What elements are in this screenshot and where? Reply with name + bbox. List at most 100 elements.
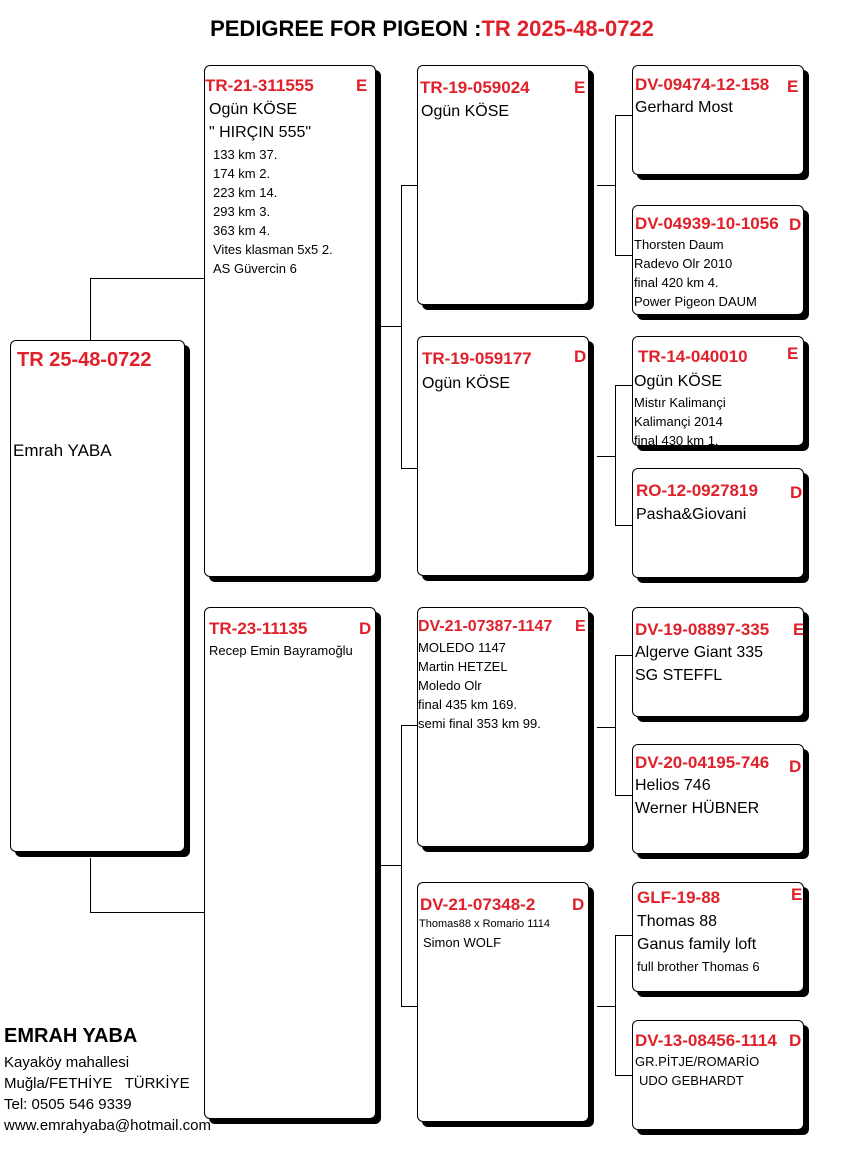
sire-card: TR-21-311555 E Ogün KÖSE " HIRÇIN 555" 1… xyxy=(204,65,376,577)
breeder-address-2: Muğla/FETHİYE TÜRKİYE xyxy=(4,1075,190,1092)
pigeon-card: TR 25-48-0722 Emrah YABA xyxy=(10,340,185,852)
ssd-sex: D xyxy=(789,215,802,234)
connector xyxy=(401,725,417,726)
connector xyxy=(597,727,615,728)
pigeon-owner: Emrah YABA xyxy=(13,441,112,460)
ssd-line: Radevo Olr 2010 xyxy=(634,256,733,271)
sds-line: final 430 km 1. xyxy=(634,433,719,446)
dds-line: full brother Thomas 6 xyxy=(637,959,760,974)
dam-card: TR-23-11135 D Recep Emin Bayramoğlu xyxy=(204,607,376,1119)
page-title: PEDIGREE FOR PIGEON :TR 2025-48-0722 xyxy=(0,16,864,42)
connector xyxy=(615,385,633,386)
pigeon-ring: TR 25-48-0722 xyxy=(17,349,152,371)
dam-sire-sex: E xyxy=(575,618,586,635)
sire-sire-sex: E xyxy=(574,78,586,97)
connector xyxy=(597,1006,615,1007)
connector xyxy=(90,278,91,340)
dss-ring: DV-19-08897-335 xyxy=(635,620,770,639)
ddd-line: UDO GEBHARDT xyxy=(639,1073,744,1088)
ssd-line: Power Pigeon DAUM xyxy=(634,294,757,309)
connector xyxy=(615,115,633,116)
dss-line: Algerve Giant 335 xyxy=(635,644,764,661)
dam-sire-line: final 435 km 169. xyxy=(418,697,518,712)
dds-ring: GLF-19-88 xyxy=(637,888,721,907)
sss-sex: E xyxy=(787,77,799,96)
connector xyxy=(401,725,402,1006)
connector xyxy=(615,795,633,796)
sire-sire-breeder: Ogün KÖSE xyxy=(421,103,510,120)
sdd-ring: RO-12-0927819 xyxy=(636,481,758,500)
dam-sire-dam-card: DV-20-04195-746 D Helios 746 Werner HÜBN… xyxy=(632,744,804,854)
dam-dam-dam-card: DV-13-08456-1114 D GR.PİTJE/ROMARİO UDO … xyxy=(632,1020,804,1130)
connector xyxy=(597,456,615,457)
breeder-contact: EMRAH YABA Kayaköy mahallesi Muğla/FETHİ… xyxy=(4,1025,211,1136)
breeder-address-1: Kayaköy mahallesi xyxy=(4,1054,130,1071)
sss-ring: DV-09474-12-158 xyxy=(635,75,770,94)
connector xyxy=(615,1075,633,1076)
dss-line: SG STEFFL xyxy=(635,667,723,684)
dam-sire-line: semi final 353 km 99. xyxy=(418,716,541,731)
connector xyxy=(615,255,633,256)
connector xyxy=(401,185,402,468)
dam-dam-sex: D xyxy=(572,895,585,914)
sds-ring: TR-14-040010 xyxy=(638,347,748,366)
sire-result: Vites klasman 5x5 2. xyxy=(213,242,333,257)
sire-dam-ring: TR-19-059177 xyxy=(422,349,532,368)
sire-result: 363 km 4. xyxy=(213,223,271,238)
dsd-sex: D xyxy=(789,757,802,776)
dam-sex: D xyxy=(359,619,372,638)
dam-sire-line: Martin HETZEL xyxy=(418,659,508,674)
connector xyxy=(376,326,401,327)
sire-result: 133 km 37. xyxy=(213,147,278,162)
title-prefix: PEDIGREE FOR PIGEON : xyxy=(210,16,482,41)
dds-sex: E xyxy=(791,885,803,904)
sdd-line: Pasha&Giovani xyxy=(636,506,747,523)
dam-sire-card: DV-21-07387-1147 E MOLEDO 1147 Martin HE… xyxy=(417,607,589,847)
sds-line: Mistır Kalimançi xyxy=(634,395,726,410)
dam-ring: TR-23-11135 xyxy=(209,619,308,638)
connector xyxy=(401,468,417,469)
dsd-line: Werner HÜBNER xyxy=(635,800,760,817)
connector xyxy=(615,655,633,656)
sire-dam-sex: D xyxy=(574,347,587,366)
dsd-ring: DV-20-04195-746 xyxy=(635,753,770,772)
sire-dam-sire-card: TR-14-040010 E Ogün KÖSE Mistır Kalimanç… xyxy=(632,336,804,446)
sire-sire-card: TR-19-059024 E Ogün KÖSE xyxy=(417,65,589,305)
sire-name: " HIRÇIN 555" xyxy=(209,124,312,141)
dam-dam-line: Simon WOLF xyxy=(423,935,502,950)
breeder-web: www.emrahyaba@hotmail.com xyxy=(4,1117,211,1134)
dam-sire-line: Moledo Olr xyxy=(418,678,482,693)
connector xyxy=(615,935,633,936)
sire-sire-dam-card: DV-04939-10-1056 D Thorsten Daum Radevo … xyxy=(632,205,804,315)
dam-sire-ring: DV-21-07387-1147 xyxy=(418,618,553,635)
connector xyxy=(615,525,633,526)
dam-breeder: Recep Emin Bayramoğlu xyxy=(209,643,353,658)
connector xyxy=(90,278,204,279)
connector xyxy=(401,1006,417,1007)
sss-line: Gerhard Most xyxy=(635,99,733,116)
dam-dam-line: Thomas88 x Romario 1114 xyxy=(419,918,551,930)
dam-dam-ring: DV-21-07348-2 xyxy=(420,895,536,914)
sire-sex: E xyxy=(356,76,368,95)
dds-line: Thomas 88 xyxy=(637,913,718,930)
ddd-ring: DV-13-08456-1114 xyxy=(635,1031,777,1050)
ssd-ring: DV-04939-10-1056 xyxy=(635,214,779,233)
dsd-line: Helios 746 xyxy=(635,777,711,794)
sire-result: 293 km 3. xyxy=(213,204,271,219)
sire-result: AS Güvercin 6 xyxy=(213,261,297,276)
connector xyxy=(615,385,616,525)
sire-result: 174 km 2. xyxy=(213,166,271,181)
sdd-sex: D xyxy=(790,483,803,502)
connector xyxy=(597,185,615,186)
sire-dam-dam-card: RO-12-0927819 D Pasha&Giovani xyxy=(632,468,804,578)
connector xyxy=(376,865,401,866)
sire-result: 223 km 14. xyxy=(213,185,278,200)
sire-sire-sire-card: DV-09474-12-158 E Gerhard Most xyxy=(632,65,804,175)
ssd-line: Thorsten Daum xyxy=(634,237,724,252)
connector xyxy=(615,655,616,795)
sire-dam-breeder: Ogün KÖSE xyxy=(422,375,511,392)
connector xyxy=(90,912,204,913)
sds-line: Kalimançi 2014 xyxy=(634,414,723,429)
connector xyxy=(615,935,616,1075)
breeder-phone: Tel: 0505 546 9339 xyxy=(4,1096,132,1113)
